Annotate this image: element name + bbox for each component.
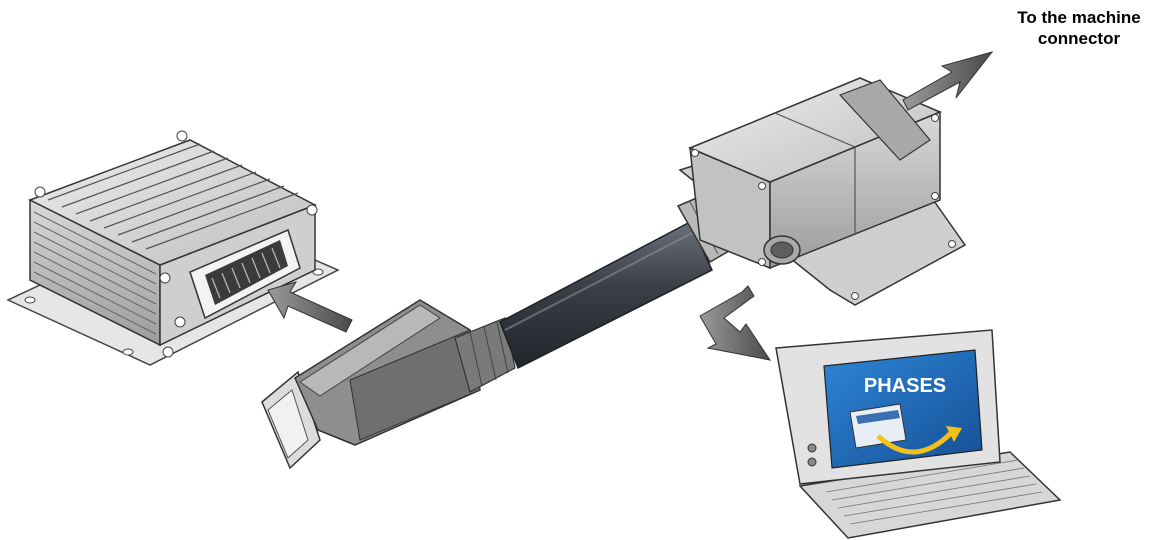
cable: [499, 220, 713, 370]
machine-connector-label-line2: connector: [1037, 29, 1121, 48]
machine-connector-label-line1: To the machine: [1017, 8, 1141, 27]
laptop-screen-title: PHASES: [864, 375, 946, 397]
laptop-arrow: [699, 285, 772, 361]
machine-connector-label: To the machine connector: [994, 7, 1164, 49]
machine-arrow: [902, 51, 994, 111]
control-unit: [6, 130, 340, 366]
insert-arrow: [267, 281, 353, 333]
interface-box: [676, 77, 967, 306]
laptop: PHASES: [775, 329, 1062, 539]
cable-plug: [261, 299, 516, 470]
